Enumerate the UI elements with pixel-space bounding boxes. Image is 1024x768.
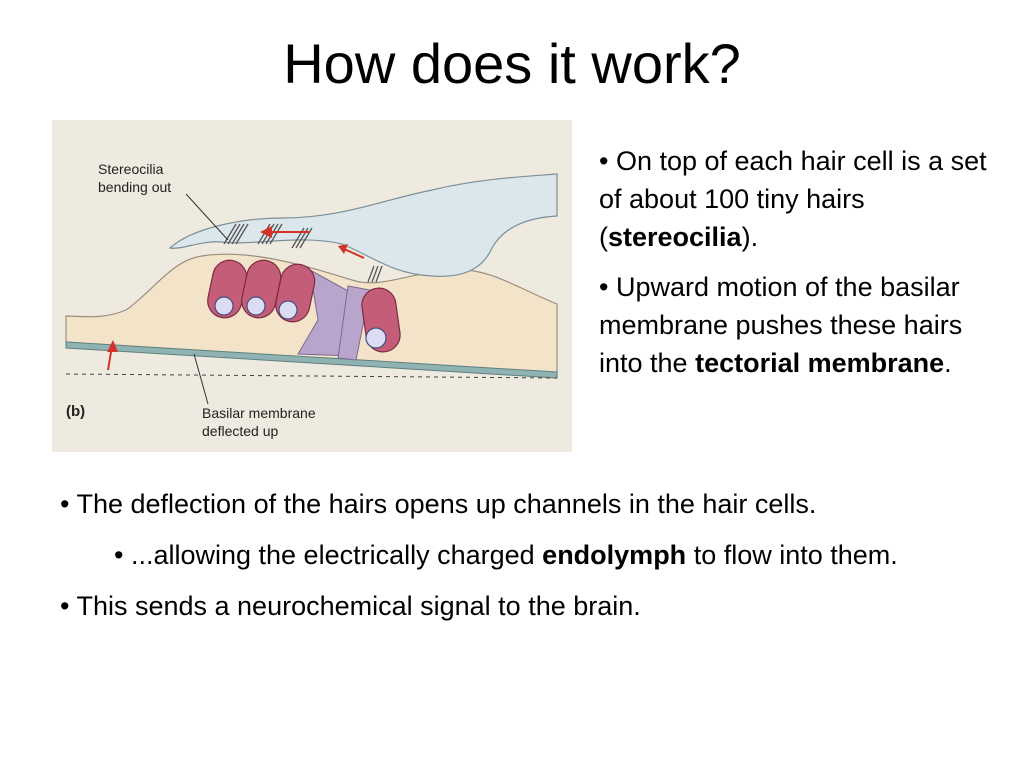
bullet-basilar-motion: • Upward motion of the basilar membrane … [599,272,963,378]
panel-label: (b) [66,403,85,420]
arrowhead-hair [338,244,348,254]
bottom-bullet-list: • The deflection of the hairs opens up c… [60,484,960,637]
tectorial-membrane [168,173,558,277]
bullet-endolymph: • ...allowing the electrically charged e… [114,540,898,570]
slide-title: How does it work? [283,32,741,95]
arrowhead-basilar [107,340,118,352]
diagram-svg: Stereocilia bending out (b) Basilar memb… [52,120,572,452]
label-basilar-line2: deflected up [202,423,278,439]
label-basilar-line1: Basilar membrane [202,405,316,421]
right-bullet-list: • On top of each hair cell is a set of a… [599,142,999,394]
hair-cell-3 [275,263,316,323]
resting-position-line [65,373,558,379]
label-stereocilia-line1: Stereocilia [98,161,164,177]
leader-basilar [193,353,209,405]
tissue-region [65,253,558,379]
pillar-cell [297,269,353,357]
leader-stereocilia [185,193,229,241]
bullet-deflection: • The deflection of the hairs opens up c… [60,489,817,519]
hair-cell-4 [361,287,401,353]
arrowhead-tectorial [260,226,272,238]
hair-cell-diagram: Stereocilia bending out (b) Basilar memb… [52,120,572,452]
bullet-stereocilia: • On top of each hair cell is a set of a… [599,146,987,252]
bullet-signal: • This sends a neurochemical signal to t… [60,591,641,621]
hair-cell-1 [207,259,248,319]
label-stereocilia-line2: bending out [98,179,171,195]
